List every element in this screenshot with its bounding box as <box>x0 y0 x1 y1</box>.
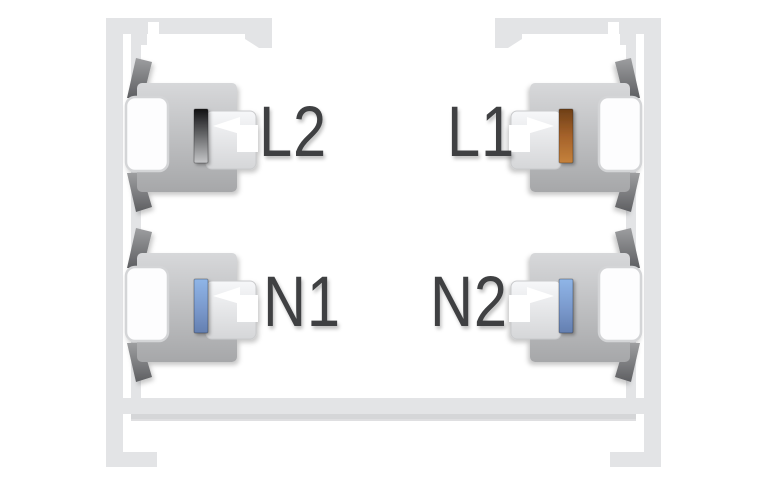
conductor-l1 <box>558 108 574 164</box>
rail-bottom-bar <box>106 398 661 414</box>
rail-bottom-bar-shadow <box>131 419 636 421</box>
conductor-n2 <box>558 278 574 334</box>
conductor-label-n1: N1 <box>263 263 341 342</box>
conductor-n1 <box>193 278 209 334</box>
conductor-l2 <box>193 108 209 164</box>
conductor-label-l2: L2 <box>259 93 328 172</box>
rail-bottom-bar-recess <box>131 414 636 419</box>
conductor-label-n2: N2 <box>430 263 508 342</box>
conductor-label-l1: L1 <box>447 93 516 172</box>
